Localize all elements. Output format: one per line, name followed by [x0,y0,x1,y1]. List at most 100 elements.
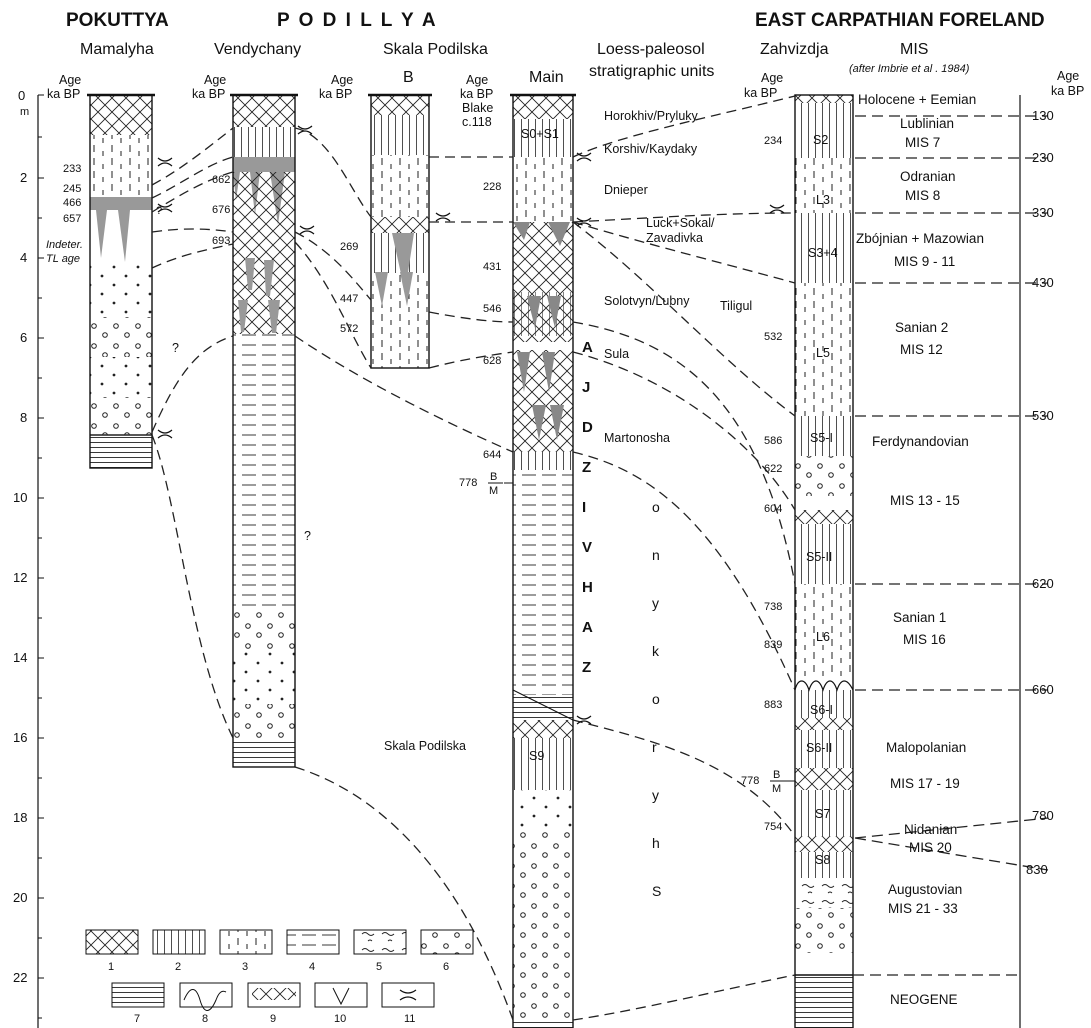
age-header-main-1: Age [466,73,488,87]
zahvizdja-label-l5: L5 [816,346,830,360]
zahvizdja-age-738: 738 [764,601,782,613]
depth-tick-10: 10 [13,490,27,505]
legend-key-1: 1 [108,961,114,973]
depth-tick-22: 22 [13,970,27,985]
legend-key-2: 2 [175,961,181,973]
depth-tick-0: 0 [18,88,25,103]
mis-age-620: 620 [1032,576,1054,591]
legend-key-4: 4 [309,961,315,973]
age-header-mamalyha-2: ka BP [47,87,80,101]
depth-unit: m [20,106,29,118]
depth-tick-4: 4 [20,250,27,265]
column-title-main: Main [529,69,564,86]
main-label-s9: S9 [529,749,544,763]
section-title-skala: Skala Podilska [383,41,488,58]
question-mark-2: ? [304,529,311,543]
zahvizdja-bm-b: B [773,769,780,781]
vertical-letter-o2: o [652,499,660,515]
section-title-mamalyha: Mamalyha [80,41,154,58]
legend: 1 2 3 4 5 6 7 8 9 10 11 [86,930,473,1025]
legend-key-7: 7 [134,1013,140,1025]
vendychany-age-693: 693 [212,235,230,247]
zahvizdja-bm-m: M [772,783,781,795]
legend-key-11: 11 [404,1013,415,1025]
region-pokuttya: POKUTTYA [66,10,169,31]
mis-16: MIS 16 [903,632,946,647]
column-title-b: B [403,69,414,86]
mis-neogene: NEOGENE [890,992,958,1007]
mis-21-33: MIS 21 - 33 [888,901,958,916]
mis-8: MIS 8 [905,188,940,203]
mis-13-15: MIS 13 - 15 [890,493,960,508]
mis-sanian2: Sanian 2 [895,320,948,335]
unit-martonosha: Martonosha [604,431,670,445]
main-label-s0s1: S0+S1 [521,127,559,141]
zahvizdja-label-s8: S8 [815,853,830,867]
vertical-letter-r: r [652,739,657,755]
main-age-431: 431 [483,261,501,273]
mamalyha-age-466: 466 [63,197,81,209]
mis-age-header-2: ka BP [1051,84,1084,98]
depth-tick-14: 14 [13,650,27,665]
zahvizdja-label-s7: S7 [815,807,830,821]
mis-zbojnian: Zbójnian + Mazowian [856,231,984,246]
vertical-letter-a: A [582,339,593,356]
mis-augustovian: Augustovian [888,882,962,897]
legend-key-10: 10 [334,1013,346,1025]
zahvizdja-age-586: 586 [764,435,782,447]
mis-malopolanian: Malopolanian [886,740,966,755]
mamalyha-column: 233 245 466 657 ? Indeter. TL age [46,95,162,468]
blake-age: c.118 [462,115,492,129]
zahvizdja-label-l3: L3 [816,193,830,207]
unit-sula: Sula [604,347,629,361]
vendychany-column: 662 676 693 [212,95,298,767]
mis-age-header-1: Age [1057,69,1079,83]
depth-axis: 0 m 2 4 6 8 10 12 14 16 18 20 22 [13,88,44,1028]
vertical-letter-h: H [582,579,593,596]
mis-nidanian: Nidanian [904,822,957,837]
main-column: S0+S1 S9 228 431 546 628 644 778 B M [459,95,576,1028]
vendychany-age-662: 662 [212,174,230,186]
age-header-zahvizdja-2: ka BP [744,86,777,100]
depth-tick-8: 8 [20,410,27,425]
age-header-zahvizdja-1: Age [761,71,783,85]
vertical-letter-z2: Z [582,659,591,676]
zahvizdja-label-s5ii: S5-II [806,550,832,564]
vertical-letter-j: J [582,379,590,396]
legend-key-9: 9 [270,1013,276,1025]
loess-units-title: Loess-paleosol [597,41,705,58]
unit-luck-sokal: Luck+Sokal/ [646,216,715,230]
unit-tiligul: Tiligul [720,299,752,313]
legend-key-8: 8 [202,1013,208,1025]
depth-tick-18: 18 [13,810,27,825]
mis-holocene: Holocene + Eemian [858,92,976,107]
blake-label: Blake [462,101,493,115]
depth-tick-20: 20 [13,890,27,905]
mis-20: MIS 20 [909,840,952,855]
vertical-letter-o1: o [652,691,660,707]
mis-sanian1: Sanian 1 [893,610,946,625]
legend-key-6: 6 [443,961,449,973]
mis-age-230: 230 [1032,150,1054,165]
unit-horokhiv: Horokhiv/Pryluky [604,109,699,123]
loess-units-subtitle: stratigraphic units [589,63,714,80]
main-bm-b: B [490,471,497,483]
age-header-vendychany-1: Age [204,73,226,87]
section-title-zahvizdja: Zahvizdja [760,41,829,58]
skala-b-column: 269 447 572 [340,95,432,368]
shyrokyno-vertical-label: o n y k o r y h S [652,499,661,899]
mis-odranian: Odranian [900,169,956,184]
mamalyha-tl-age: TL age [46,253,80,265]
zahvizdja-label-s5i: S5-I [810,431,833,445]
vertical-letter-d: D [582,419,593,436]
skala-b-age-447: 447 [340,293,358,305]
mis-9-11: MIS 9 - 11 [894,254,955,269]
mis-age-530: 530 [1032,408,1054,423]
mamalyha-age-245: 245 [63,183,81,195]
mamalyha-indeter: Indeter. [46,239,83,251]
vertical-letter-y1: y [652,787,659,803]
skala-b-age-269: 269 [340,241,358,253]
main-age-628: 628 [483,355,501,367]
vertical-letter-s: S [652,883,661,899]
